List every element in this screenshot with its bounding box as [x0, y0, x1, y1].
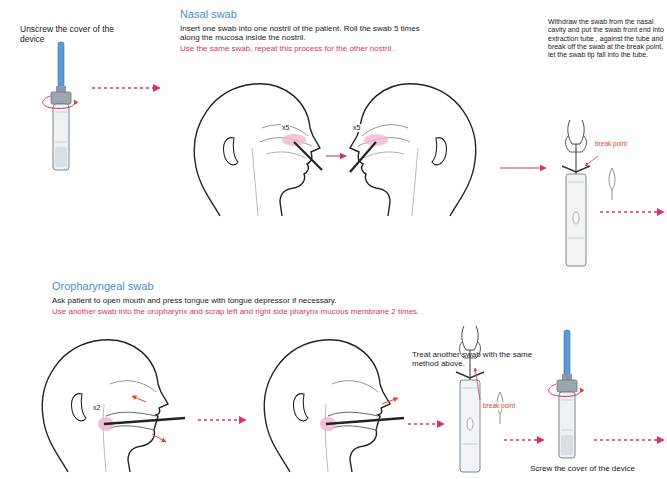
flow-arrow — [326, 155, 346, 156]
swab — [326, 418, 404, 424]
swab — [350, 142, 376, 172]
leader-line — [585, 156, 598, 166]
flow-arrow — [594, 439, 664, 440]
step-text: Unscrew the cover of the device — [20, 24, 138, 44]
step-text: Ask patient to open mouth and press tong… — [52, 296, 452, 305]
flow-arrow — [408, 423, 444, 424]
rotate-arrow — [549, 384, 581, 397]
count-mark: x5 — [281, 124, 290, 132]
device — [51, 42, 71, 170]
extraction-tube — [562, 120, 590, 266]
step-text: Insert one swab into one nostril of the … — [180, 24, 420, 43]
motion-arrow — [382, 398, 398, 404]
motion-arrow — [132, 396, 146, 402]
head — [350, 84, 476, 216]
flow-arrow — [600, 211, 664, 212]
head — [264, 340, 390, 472]
section-heading: Nasal swab — [180, 8, 380, 21]
flow-arrow — [92, 87, 160, 88]
section-heading: Oropharyngeal swab — [52, 280, 252, 293]
count-mark: x5 — [352, 124, 361, 132]
rotate-arrow — [43, 96, 75, 109]
tongue-depressor — [104, 418, 185, 424]
step-text: Screw the cover of the device — [530, 464, 662, 473]
swab-tip — [609, 168, 615, 200]
flow-arrow — [504, 439, 544, 440]
leader-line — [475, 368, 480, 400]
break-point-label: break point — [482, 402, 516, 410]
motion-arrow — [152, 434, 166, 442]
step-text: Treat another swab with the same method … — [412, 350, 534, 369]
flow-arrow — [198, 419, 246, 420]
break-point-label: break point — [594, 140, 628, 148]
head — [42, 340, 168, 472]
step-text: Withdraw the swab from the nasal cavity … — [548, 18, 664, 59]
step-note: Use another swab into the oropharynx and… — [52, 307, 444, 316]
device — [557, 330, 577, 458]
extraction-tube — [456, 326, 484, 472]
flow-arrow — [500, 167, 546, 168]
step-note: Use the same swab, repeat this process f… — [180, 44, 480, 53]
count-mark: x2 — [92, 404, 101, 412]
swab — [294, 142, 322, 170]
